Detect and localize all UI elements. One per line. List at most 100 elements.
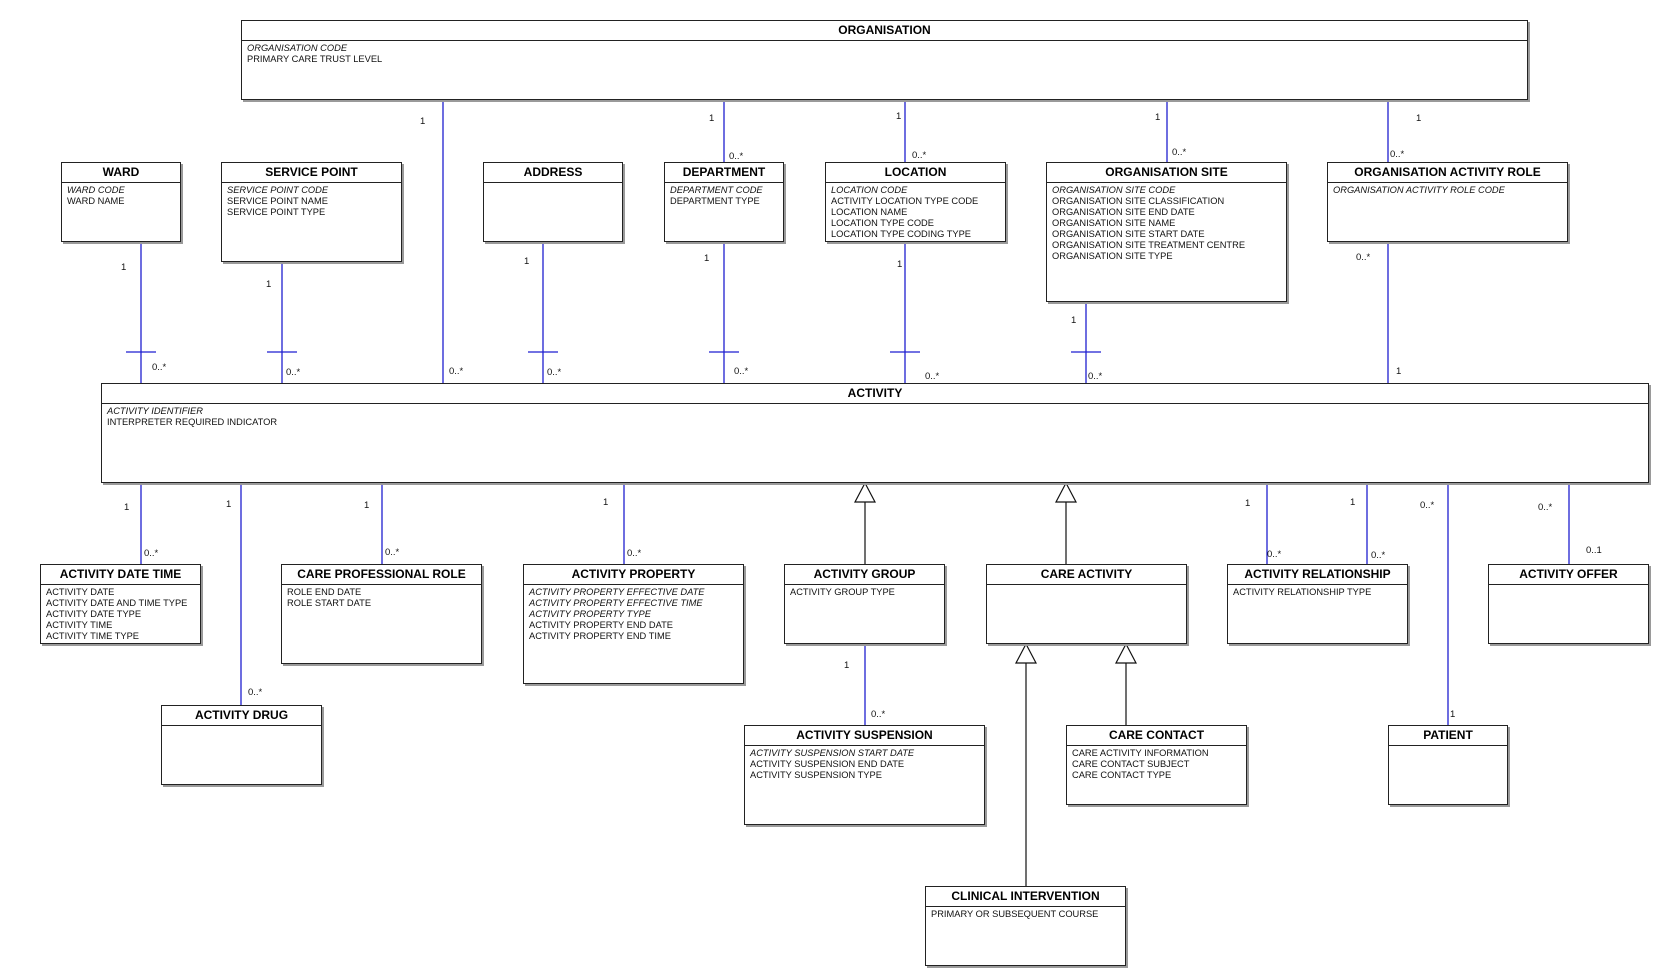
generalization-arrowhead: [1015, 642, 1037, 664]
attribute: ORGANISATION SITE CLASSIFICATION: [1052, 196, 1225, 206]
attribute: ACTIVITY DATE TYPE: [46, 609, 142, 619]
attribute: ROLE START DATE: [287, 598, 372, 608]
multiplicity-label: 1: [121, 262, 127, 273]
entity-title: DEPARTMENT: [665, 163, 783, 183]
entity-organisation-activity-role[interactable]: ORGANISATION ACTIVITY ROLE ORGANISATION A…: [1327, 162, 1568, 242]
entity-patient[interactable]: PATIENT: [1388, 725, 1508, 805]
multiplicity-label: 1: [603, 497, 609, 508]
entity-title: ACTIVITY OFFER: [1489, 565, 1648, 585]
key-attribute: ACTIVITY IDENTIFIER: [107, 406, 203, 416]
multiplicity-label: 0..*: [1172, 147, 1187, 158]
key-attribute: ACTIVITY PROPERTY EFFECTIVE DATE: [529, 587, 705, 597]
attribute: ACTIVITY DATE AND TIME TYPE: [46, 598, 188, 608]
multiplicity-label: 0..*: [248, 687, 263, 698]
multiplicity-label: 1: [124, 502, 130, 513]
entity-activity-drug[interactable]: ACTIVITY DRUG: [161, 705, 322, 785]
multiplicity-label: 0..*: [286, 367, 301, 378]
entity-title: LOCATION: [826, 163, 1005, 183]
multiplicity-label: 0..*: [1538, 502, 1553, 513]
key-attribute: ORGANISATION CODE: [247, 43, 348, 53]
attribute: LOCATION TYPE CODING TYPE: [831, 229, 971, 239]
multiplicity-label: 1: [420, 116, 426, 127]
multiplicity-label: 1: [524, 256, 530, 267]
multiplicity-label: 1: [1450, 709, 1456, 720]
attribute: CARE ACTIVITY INFORMATION: [1072, 748, 1209, 758]
entity-care-activity[interactable]: CARE ACTIVITY: [986, 564, 1187, 644]
entity-title: ADDRESS: [484, 163, 622, 183]
attribute: ACTIVITY RELATIONSHIP TYPE: [1233, 587, 1372, 597]
attribute: ROLE END DATE: [287, 587, 362, 597]
entity-activity-relationship[interactable]: ACTIVITY RELATIONSHIP ACTIVITY RELATIONSH…: [1227, 564, 1408, 644]
multiplicity-label: 0..*: [144, 548, 159, 559]
attribute: ACTIVITY DATE: [46, 587, 115, 597]
entity-title: ACTIVITY DATE TIME: [41, 565, 200, 585]
attribute: ORGANISATION SITE END DATE: [1052, 207, 1195, 217]
attribute: WARD NAME: [67, 196, 125, 206]
multiplicity-label: 0..*: [385, 547, 400, 558]
entity-address[interactable]: ADDRESS: [483, 162, 623, 242]
entity-title: SERVICE POINT: [222, 163, 401, 183]
key-attribute: ACTIVITY PROPERTY TYPE: [529, 609, 651, 619]
multiplicity-label: 0..*: [152, 362, 167, 373]
entity-attributes: [987, 585, 1186, 589]
attribute: PRIMARY OR SUBSEQUENT COURSE: [931, 909, 1099, 919]
multiplicity-label: 1: [226, 499, 232, 510]
generalization-arrowhead: [1115, 642, 1137, 664]
entity-title: ORGANISATION: [242, 21, 1527, 41]
entity-attributes: [1489, 585, 1648, 589]
entity-title: ACTIVITY: [102, 384, 1648, 404]
multiplicity-label: 1: [1245, 498, 1251, 509]
attribute: ACTIVITY PROPERTY END TIME: [529, 631, 671, 641]
entity-title: ACTIVITY SUSPENSION: [745, 726, 984, 746]
multiplicity-label: 0..*: [1371, 550, 1386, 561]
attribute: ORGANISATION SITE START DATE: [1052, 229, 1205, 239]
attribute: ACTIVITY TIME: [46, 620, 113, 630]
entity-title: ACTIVITY GROUP: [785, 565, 944, 585]
entity-title: ACTIVITY RELATIONSHIP: [1228, 565, 1407, 585]
entity-title: PATIENT: [1389, 726, 1507, 746]
multiplicity-label: 1: [364, 500, 370, 511]
multiplicity-label: 0..*: [1356, 252, 1371, 263]
entity-title: ORGANISATION ACTIVITY ROLE: [1328, 163, 1567, 183]
entity-activity-offer[interactable]: ACTIVITY OFFER: [1488, 564, 1649, 644]
key-attribute: ORGANISATION ACTIVITY ROLE CODE: [1333, 185, 1505, 195]
entity-title: WARD: [62, 163, 180, 183]
attribute: ACTIVITY LOCATION TYPE CODE: [831, 196, 979, 206]
entity-title: ACTIVITY PROPERTY: [524, 565, 743, 585]
key-attribute: WARD CODE: [67, 185, 125, 195]
multiplicity-label: 0..*: [449, 366, 464, 377]
key-attribute: ACTIVITY SUSPENSION START DATE: [750, 748, 915, 758]
entity-attributes: ACTIVITY PROPERTY EFFECTIVE DATE ACTIVITY…: [524, 585, 743, 644]
attribute: SERVICE POINT NAME: [227, 196, 328, 206]
entity-title: ACTIVITY DRUG: [162, 706, 321, 726]
attribute: ACTIVITY SUSPENSION END DATE: [750, 759, 905, 769]
multiplicity-label: 0..*: [912, 150, 927, 161]
entity-attributes: ORGANISATION ACTIVITY ROLE CODE: [1328, 183, 1567, 198]
attribute: ORGANISATION SITE NAME: [1052, 218, 1176, 228]
multiplicity-label: 0..*: [627, 548, 642, 559]
multiplicity-label: 1: [844, 660, 850, 671]
attribute: LOCATION NAME: [831, 207, 908, 217]
entity-activity-suspension[interactable]: ACTIVITY SUSPENSION ACTIVITY SUSPENSION S…: [744, 725, 985, 825]
multiplicity-label: 1: [1416, 113, 1422, 124]
